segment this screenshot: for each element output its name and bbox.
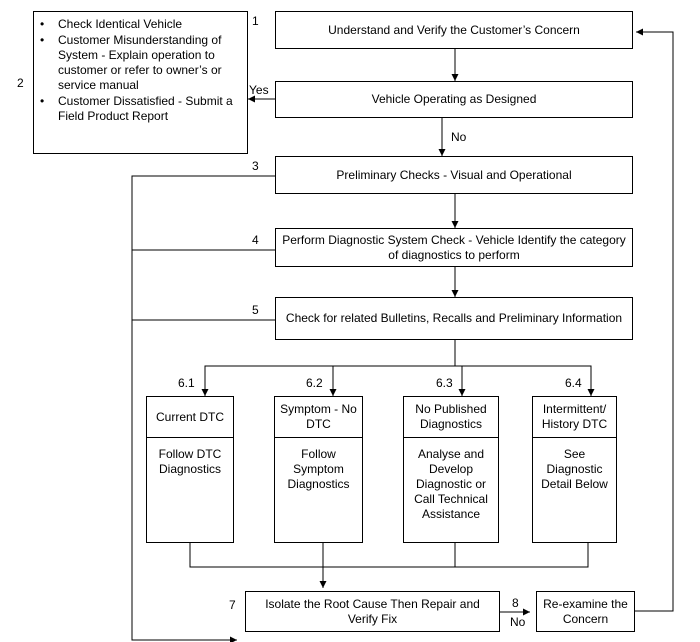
step-6-3-body: Analyse and Develop Diagnostic or Call T… [414, 447, 488, 521]
branch-line [201, 340, 456, 396]
step-4-text: Perform Diagnostic System Check - Vehicl… [282, 232, 626, 262]
bypass-line [131, 175, 275, 642]
step-6-4-number: 6.4 [565, 376, 582, 390]
loop-back-line [635, 28, 674, 612]
step-8-number: 8 [512, 596, 519, 610]
branch-to-64 [455, 365, 595, 396]
step-8-box: Re-examine the Concern [536, 591, 635, 632]
yes-label: Yes [249, 83, 269, 97]
step-6-3-number: 6.3 [436, 376, 453, 390]
step-2-number: 2 [17, 76, 24, 90]
step-8-text: Re-examine the Concern [543, 596, 628, 626]
step-7-number: 7 [229, 598, 236, 612]
step-6-1-number: 6.1 [178, 376, 195, 390]
step-6-4-title: Intermittent/ History DTC [533, 397, 616, 438]
step-2-box: Check Identical Vehicle Customer Misunde… [33, 11, 248, 154]
step-7-box: Isolate the Root Cause Then Repair and V… [245, 591, 500, 632]
step-1-box: Understand and Verify the Customer’s Con… [275, 11, 633, 49]
no-label-repair: No [510, 615, 526, 629]
step-3-number: 3 [252, 159, 259, 173]
step-2-item: Check Identical Vehicle [36, 17, 243, 32]
step-6-4-box: Intermittent/ History DTC See Diagnostic… [532, 396, 617, 543]
step-1-number: 1 [252, 14, 259, 28]
step-6-3-box: No Published Diagnostics Analyse and Dev… [403, 396, 499, 543]
step-6-4-body: See Diagnostic Detail Below [541, 447, 608, 491]
step-2-item: Customer Misunderstanding of System - Ex… [36, 33, 243, 93]
step-6-2-title: Symptom - No DTC [275, 397, 362, 438]
designed-text: Vehicle Operating as Designed [371, 92, 537, 106]
no-label-designed: No [451, 130, 467, 144]
step-4-box: Perform Diagnostic System Check - Vehicl… [275, 228, 633, 267]
step-1-text: Understand and Verify the Customer’s Con… [328, 22, 580, 37]
step-5-text: Check for related Bulletins, Recalls and… [285, 311, 623, 325]
step-6-2-box: Symptom - No DTC Follow Symptom Diagnost… [274, 396, 363, 543]
step-6-1-body: Follow DTC Diagnostics [158, 447, 222, 476]
designed-box: Vehicle Operating as Designed [275, 81, 633, 118]
step-2-list: Check Identical Vehicle Customer Misunde… [36, 17, 243, 124]
step-7-text: Isolate the Root Cause Then Repair and V… [265, 596, 480, 626]
step-3-text: Preliminary Checks - Visual and Operatio… [336, 167, 572, 182]
step-4-number: 4 [252, 233, 259, 247]
step-5-number: 5 [252, 303, 259, 317]
step-6-3-title: No Published Diagnostics [404, 397, 498, 438]
step-6-2-number: 6.2 [306, 376, 323, 390]
step-5-box: Check for related Bulletins, Recalls and… [275, 297, 633, 340]
step-3-box: Preliminary Checks - Visual and Operatio… [275, 156, 633, 194]
join-line [189, 543, 589, 568]
step-6-1-title: Current DTC [147, 397, 233, 438]
step-2-item: Customer Dissatisfied - Submit a Field P… [36, 94, 243, 124]
step-6-2-body: Follow Symptom Diagnostics [287, 447, 350, 491]
step-6-1-box: Current DTC Follow DTC Diagnostics [146, 396, 234, 543]
